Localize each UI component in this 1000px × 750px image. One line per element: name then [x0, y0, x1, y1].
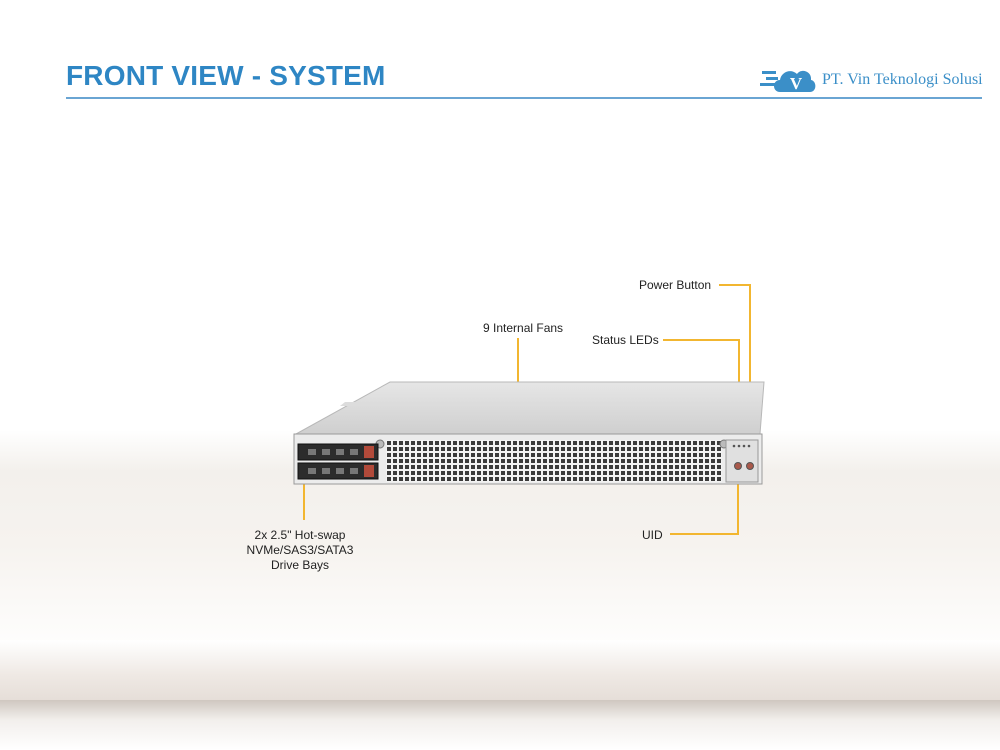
logo-letter: V	[790, 74, 803, 93]
uid-label: UID	[642, 528, 663, 542]
cloud-logo-icon: V	[760, 70, 816, 93]
uid-leader-h	[670, 533, 739, 535]
internal-fans-label: 9 Internal Fans	[483, 321, 564, 335]
company-name: PT. Vin Teknologi Solusi	[822, 71, 983, 88]
company-logo: V PT. Vin Teknologi Solusi	[760, 62, 990, 96]
power-button	[746, 462, 754, 470]
uid-button	[734, 462, 742, 470]
status-leds-label: Status LEDs	[592, 333, 659, 347]
status-leds-leader-h	[663, 339, 740, 341]
power-button-label: Power Button	[639, 278, 712, 292]
background-table-shadow	[0, 700, 1000, 750]
background-table-surface	[0, 640, 1000, 710]
drive-bays-line-2: NVMe/SAS3/SATA3	[246, 543, 354, 557]
drive-bays-leader	[303, 480, 305, 520]
power-button-leader-h	[719, 284, 751, 286]
title-underline	[66, 97, 982, 99]
fan-vent-grille	[386, 440, 722, 482]
power-button-leader-v	[749, 284, 751, 466]
drive-bay-2	[297, 462, 379, 480]
drive-bays-line-1: 2x 2.5" Hot-swap	[254, 528, 346, 542]
drive-bay-1	[297, 443, 379, 461]
server-top-cover	[295, 381, 765, 435]
rack-server-image	[293, 381, 765, 485]
uid-leader-v	[737, 470, 739, 535]
control-panel	[725, 439, 759, 483]
status-led-indicator	[732, 444, 736, 448]
drive-bays-label: 2x 2.5" Hot-swap NVMe/SAS3/SATA3 Drive B…	[240, 528, 360, 573]
page-title: FRONT VIEW - SYSTEM	[66, 60, 386, 91]
drive-bays-line-3: Drive Bays	[270, 558, 329, 572]
